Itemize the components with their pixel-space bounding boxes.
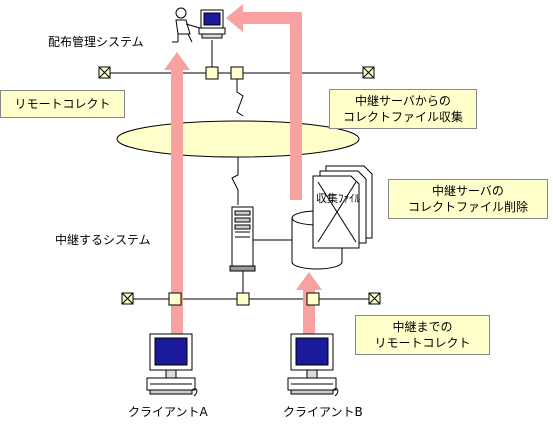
arrow-client-a-to-manager [164, 52, 190, 336]
wan-link-upper [236, 73, 244, 117]
distribution-system-label: 配布管理システム [48, 35, 144, 49]
arrow-relay-to-manager [226, 4, 302, 200]
top-right-terminator-icon [362, 66, 375, 79]
client-b-computer-icon [287, 333, 339, 397]
top-link-connector-icon [230, 66, 244, 80]
relay-delete-callout: 中継サーバの コレクトファイル削除 [388, 179, 548, 219]
relay-collect-line1: 中継サーバからの [355, 94, 451, 108]
relay-right-terminator-icon [368, 292, 381, 305]
relay-collect-callout: 中継サーバからの コレクトファイル収集 [329, 89, 477, 129]
to-relay-line1: 中継までの [392, 320, 453, 334]
relay-system-label: 中継するシステム [55, 233, 151, 247]
server-icon [229, 206, 256, 272]
relay-delete-line2: コレクトファイル削除 [407, 200, 528, 214]
relay-delete-line1: 中継サーバの [432, 184, 504, 198]
server-connector-icon [236, 292, 250, 306]
to-relay-line2: リモートコレクト [374, 336, 471, 350]
remote-collect-text: リモートコレクト [14, 97, 111, 111]
to-relay-collect-callout: 中継までの リモートコレクト [355, 315, 490, 355]
relay-left-terminator-icon [121, 292, 134, 305]
wan-link-lower [231, 157, 239, 205]
client-a-label: クライアントA [128, 405, 208, 419]
client-a-computer-icon [146, 333, 198, 397]
top-manager-connector-icon [205, 66, 219, 80]
document-stack-icon [312, 165, 373, 249]
top-left-terminator-icon [98, 66, 111, 79]
network-cloud [116, 120, 360, 158]
remote-collect-callout: リモートコレクト [0, 90, 125, 118]
client-b-connector-icon [306, 292, 320, 306]
relay-collect-line2: コレクトファイル収集 [342, 110, 463, 124]
client-a-connector-icon [168, 292, 182, 306]
collected-file-label: 収集ﾌｧｲﾙ [316, 192, 360, 205]
user-at-computer-icon [172, 7, 226, 43]
client-b-label: クライアントB [283, 405, 363, 419]
